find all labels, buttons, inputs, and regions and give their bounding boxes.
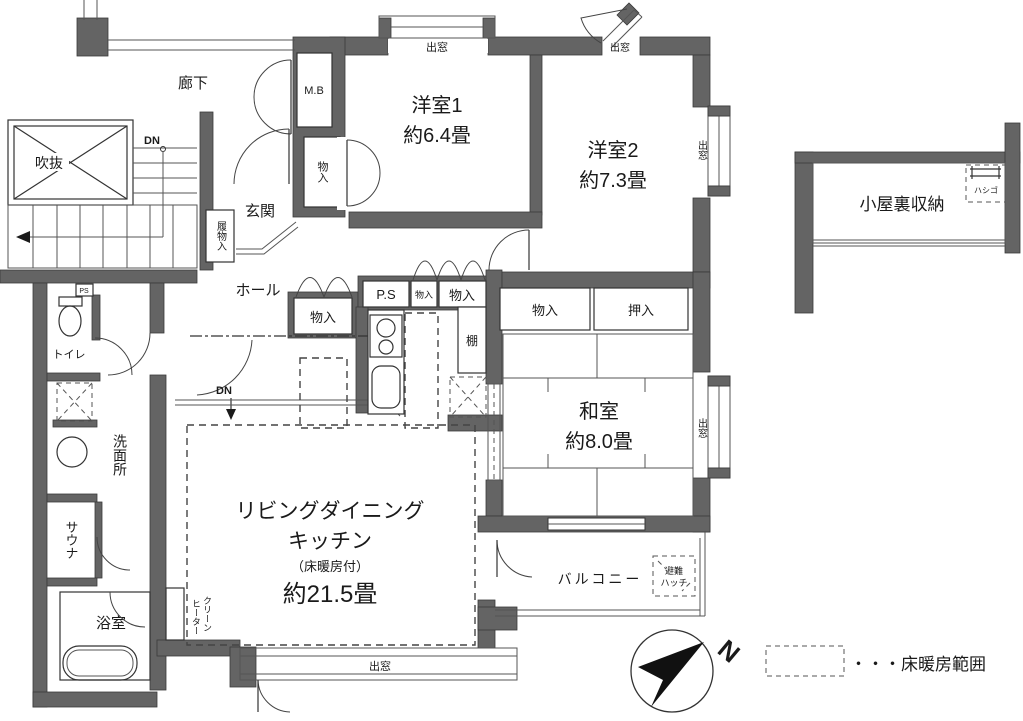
japanese-room: 物入 押入 和室 約8.0畳 出窓	[487, 287, 731, 531]
western2-name: 洋室2	[587, 139, 638, 162]
toilet-fixture	[58, 296, 83, 337]
stove	[369, 314, 403, 358]
ladder-label: ハシゴ	[974, 185, 998, 195]
west-wing: PS トイレ 洗面所 サウナ 浴室 クリーン ヒーター	[53, 283, 212, 681]
evacuation-hatch: 避難 ハッチ	[652, 555, 696, 597]
washroom-label: 洗面所	[112, 434, 128, 476]
japanese-name: 和室	[579, 400, 619, 423]
entrance-label: 玄関	[245, 203, 275, 220]
western2-size: 約7.3畳	[579, 169, 647, 192]
shoe-storage-label: 履物入	[215, 221, 227, 251]
floor-heating-outline	[186, 312, 476, 646]
void-label: 吹抜	[35, 155, 63, 171]
ldk-note: （床暖房付）	[291, 559, 369, 574]
svg-text:物入: 物入	[449, 288, 475, 303]
svg-text:物入: 物入	[310, 310, 336, 325]
walls	[0, 2, 1021, 708]
stairs: DN	[7, 135, 198, 269]
svg-text:物入: 物入	[532, 303, 558, 318]
sauna-label: サウナ	[64, 521, 79, 560]
legend-floor-heating: ・・・床暖房範囲	[765, 645, 986, 677]
bay-window-label-top1: 出窓	[426, 40, 448, 54]
kitchen-sink	[371, 365, 401, 409]
toilet-label: トイレ	[53, 349, 86, 361]
western-room-2: 洋室2 約7.3畳 出窓 出窓	[488, 8, 731, 271]
western1-name: 洋室1	[411, 94, 462, 117]
balcony: バルコニー 避難 ハッチ	[495, 532, 706, 617]
corridor-area: 廊下	[83, 0, 295, 92]
corridor-label: 廊下	[178, 75, 208, 92]
shelf-label: 棚	[466, 333, 478, 348]
washroom-sink	[56, 436, 88, 468]
svg-text:ヒーター: ヒーター	[191, 599, 201, 635]
bay-window-label-east1: 出窓	[696, 139, 708, 160]
attic-storage: 小屋裏収納 ハシゴ	[812, 162, 1006, 247]
refrigerator-space	[449, 376, 487, 418]
balcony-label: バルコニー	[558, 571, 643, 587]
hall-dn-label: DN	[216, 385, 232, 397]
north-arrow	[638, 642, 704, 707]
ldk: リビングダイニング キッチン （床暖房付） 約21.5畳 出窓	[186, 312, 518, 713]
ldk-name-line1: リビングダイニング	[236, 500, 425, 523]
hall-label: ホール	[235, 282, 280, 299]
stairs-dn-label: DN	[144, 135, 160, 147]
void-atrium: 吹抜	[7, 119, 197, 206]
western1-size: 約6.4畳	[403, 124, 471, 147]
bath-label: 浴室	[96, 615, 126, 632]
legend-swatch	[765, 645, 845, 677]
kitchen: P.S 物入 物入 棚	[362, 260, 487, 418]
legend-label: ・・・床暖房範囲	[850, 655, 986, 674]
svg-text:物入: 物入	[415, 289, 433, 300]
meter-box-label: M.B	[304, 85, 324, 97]
pipe-space-label: P.S	[376, 287, 396, 302]
attic-ladder: ハシゴ	[965, 164, 1006, 203]
western-room-1: 洋室1 約6.4畳 出窓	[337, 15, 496, 210]
compass: N	[630, 629, 746, 713]
north-label: N	[712, 634, 746, 669]
bay-window-label-south: 出窓	[369, 659, 391, 673]
ldk-size: 約21.5畳	[283, 581, 378, 608]
stairs-down-arrow	[16, 231, 30, 243]
pipe-space-small-label: PS	[79, 288, 89, 295]
attic-label: 小屋裏収納	[860, 194, 945, 214]
oshiire-label: 押入	[628, 303, 654, 318]
hall-closet: 物入	[293, 277, 353, 335]
svg-text:ハッチ: ハッチ	[660, 578, 687, 588]
step-down-arrow	[226, 409, 236, 420]
svg-text:避難: 避難	[665, 565, 683, 576]
ldk-name-line2: キッチン	[288, 530, 372, 553]
entrance-area: 玄関 履物入 M.B 物入 ホール	[205, 52, 341, 299]
clean-heater: クリーン ヒーター	[165, 587, 212, 641]
japanese-size: 約8.0畳	[565, 430, 633, 453]
washer-space	[56, 382, 93, 422]
svg-text:クリーン: クリーン	[202, 596, 212, 632]
bay-window-label-east2: 出窓	[696, 417, 708, 438]
hall-ldk-boundary: DN	[175, 335, 401, 420]
bay-window-label-top2: 出窓	[610, 41, 630, 54]
bathtub	[62, 645, 138, 681]
closet-label: 物入	[316, 160, 329, 183]
